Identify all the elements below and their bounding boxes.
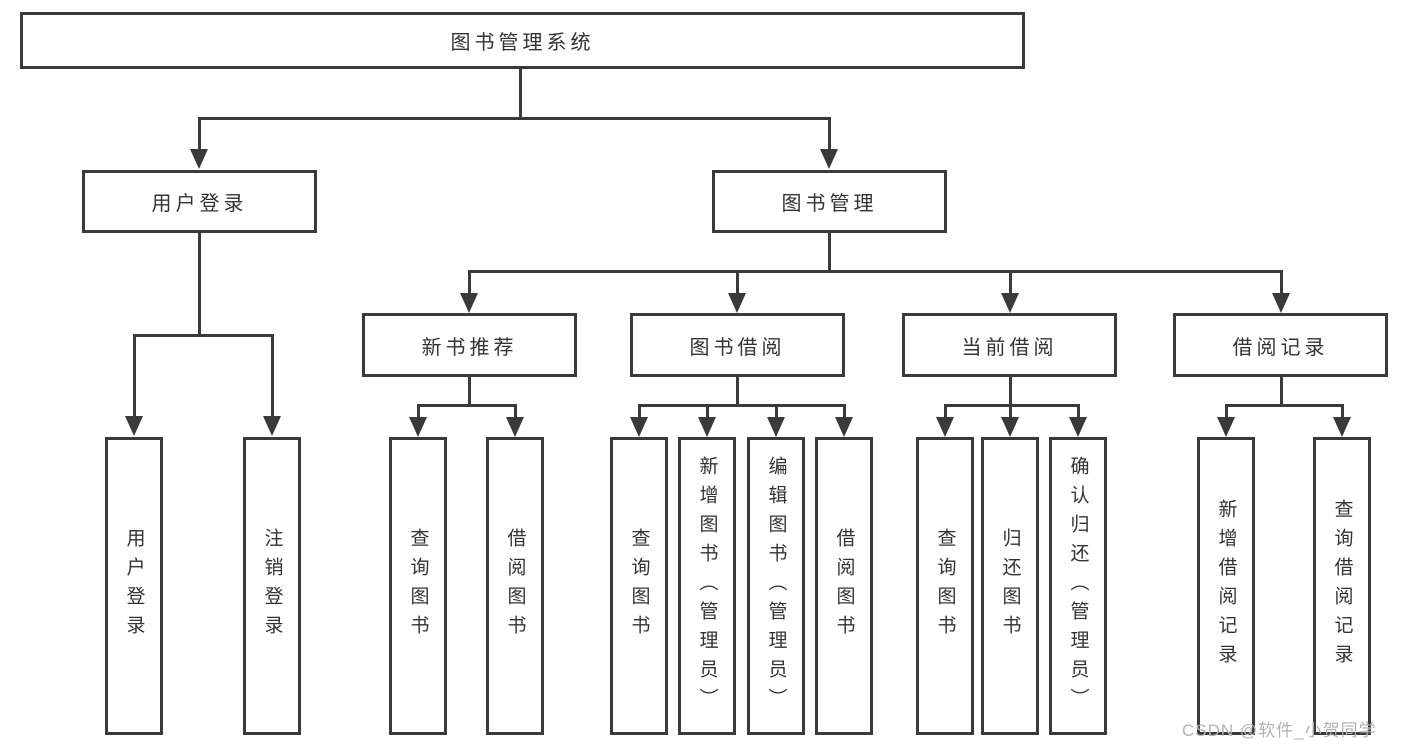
- node-book-management: 图书管理: [712, 170, 947, 233]
- node-new-book-recommend-label: 新书推荐: [421, 336, 518, 359]
- connector-line: [1279, 377, 1283, 405]
- connector-line: [467, 269, 1283, 273]
- connector-line: [518, 69, 522, 118]
- arrow-down: [820, 149, 838, 169]
- leaf-borrow-book-recommend: 借阅图书: [486, 437, 544, 735]
- leaf-add-borrow-record: 新增借阅记录: [1197, 437, 1255, 735]
- connector-line: [1008, 405, 1012, 417]
- leaf-query-book-current: 查询图书: [916, 437, 974, 735]
- leaf-confirm-return-admin-label: 确认归还（管理员）: [1067, 455, 1089, 717]
- connector-line: [1076, 405, 1080, 417]
- arrow-down: [409, 417, 427, 437]
- connector-line: [197, 233, 201, 335]
- leaf-user-login: 用户登录: [105, 437, 163, 735]
- connector-line: [735, 377, 739, 405]
- node-new-book-recommend: 新书推荐: [362, 313, 577, 377]
- connector-line: [132, 333, 274, 337]
- arrow-down: [125, 416, 143, 436]
- leaf-user-login-label: 用户登录: [123, 528, 145, 644]
- node-current-borrow-label: 当前借阅: [961, 336, 1058, 359]
- leaf-query-borrow-record-label: 查询借阅记录: [1331, 499, 1353, 673]
- node-borrow-record: 借阅记录: [1173, 313, 1388, 377]
- connector-line: [467, 377, 471, 405]
- leaf-return-book: 归还图书: [981, 437, 1039, 735]
- leaf-query-borrow-record: 查询借阅记录: [1313, 437, 1371, 735]
- node-book-borrow-label: 图书借阅: [689, 336, 786, 359]
- connector-line: [270, 335, 274, 416]
- arrow-down: [506, 417, 524, 437]
- arrow-down: [936, 417, 954, 437]
- connector-line: [637, 403, 846, 407]
- leaf-logout-label: 注销登录: [261, 528, 283, 644]
- arrow-down: [1272, 293, 1290, 313]
- connector-line: [197, 116, 831, 120]
- leaf-logout: 注销登录: [243, 437, 301, 735]
- arrow-down: [698, 417, 716, 437]
- node-book-management-label: 图书管理: [781, 193, 878, 215]
- leaf-edit-book-admin-label: 编辑图书（管理员）: [765, 455, 787, 717]
- connector-line: [637, 405, 641, 417]
- connector-line: [197, 118, 201, 150]
- connector-line: [735, 271, 739, 294]
- connector-line: [1340, 405, 1344, 417]
- connector-line: [1008, 377, 1012, 405]
- node-root-label: 图书管理系统: [450, 32, 595, 54]
- arrow-down: [190, 149, 208, 169]
- node-current-borrow: 当前借阅: [902, 313, 1117, 377]
- arrow-down: [1069, 417, 1087, 437]
- node-user-login-label: 用户登录: [151, 193, 248, 215]
- connector-line: [827, 233, 831, 272]
- arrow-down: [767, 417, 785, 437]
- connector-line: [1224, 403, 1344, 407]
- connector-line: [1279, 271, 1283, 294]
- arrow-down: [1001, 293, 1019, 313]
- connector-line: [943, 403, 1080, 407]
- leaf-query-book-borrow-label: 查询图书: [628, 528, 650, 644]
- leaf-borrow-book-recommend-label: 借阅图书: [504, 528, 526, 644]
- arrow-down: [1217, 417, 1235, 437]
- connector-line: [1224, 405, 1228, 417]
- csdn-watermark: CSDN @软件_小贺同学: [1182, 721, 1377, 740]
- leaf-add-borrow-record-label: 新增借阅记录: [1215, 499, 1237, 673]
- connector-line: [416, 403, 517, 407]
- connector-line: [132, 335, 136, 416]
- connector-line: [774, 405, 778, 417]
- arrow-down: [263, 416, 281, 436]
- connector-line: [705, 405, 709, 417]
- arrow-down: [1333, 417, 1351, 437]
- leaf-add-book-admin: 新增图书（管理员）: [678, 437, 736, 735]
- arrow-down: [460, 293, 478, 313]
- arrow-down: [728, 293, 746, 313]
- leaf-query-book-borrow: 查询图书: [610, 437, 668, 735]
- node-book-borrow: 图书借阅: [630, 313, 845, 377]
- arrow-down: [630, 417, 648, 437]
- leaf-query-book-recommend-label: 查询图书: [407, 528, 429, 644]
- leaf-add-book-admin-label: 新增图书（管理员）: [696, 455, 718, 717]
- connector-line: [943, 405, 947, 417]
- connector-line: [416, 405, 420, 417]
- leaf-edit-book-admin: 编辑图书（管理员）: [747, 437, 805, 735]
- connector-line: [842, 405, 846, 417]
- leaf-confirm-return-admin: 确认归还（管理员）: [1049, 437, 1107, 735]
- connector-line: [827, 118, 831, 150]
- node-user-login: 用户登录: [82, 170, 317, 233]
- arrow-down: [1001, 417, 1019, 437]
- connector-line: [513, 405, 517, 417]
- leaf-query-book-recommend: 查询图书: [389, 437, 447, 735]
- leaf-return-book-label: 归还图书: [999, 528, 1021, 644]
- connector-line: [467, 271, 471, 294]
- leaf-borrow-book: 借阅图书: [815, 437, 873, 735]
- node-root-library-system: 图书管理系统: [20, 12, 1025, 69]
- leaf-query-book-current-label: 查询图书: [934, 528, 956, 644]
- arrow-down: [835, 417, 853, 437]
- leaf-borrow-book-label: 借阅图书: [833, 528, 855, 644]
- connector-line: [1008, 271, 1012, 294]
- node-borrow-record-label: 借阅记录: [1232, 336, 1329, 359]
